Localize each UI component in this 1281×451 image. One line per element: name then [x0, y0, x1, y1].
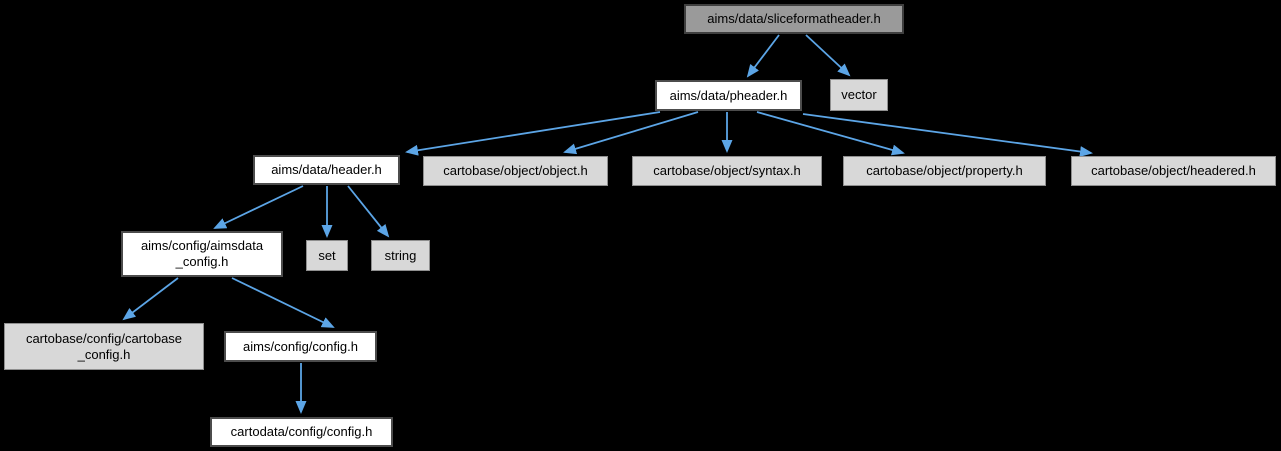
edge-pheader-to-headered [802, 113, 1093, 157]
node-cartodata_config[interactable]: cartodata/config/config.h [210, 417, 393, 447]
node-header[interactable]: aims/data/header.h [253, 155, 400, 185]
node-cartobase_config: cartobase/config/cartobase_config.h [4, 323, 204, 370]
node-label: _config.h [175, 254, 229, 269]
node-label: aims/data/pheader.h [669, 87, 788, 103]
node-label: cartobase/config/cartobase [25, 330, 183, 346]
node-aimsdata_config[interactable]: aims/config/aimsdata_config.h [121, 231, 283, 277]
node-object: cartobase/object/object.h [423, 156, 608, 186]
node-set: set [306, 240, 348, 271]
node-label: aims/data/sliceformatheader.h [707, 11, 881, 26]
node-label: aims/config/config.h [243, 338, 358, 354]
node-label: _config.h [77, 346, 131, 362]
edge-pheader-to-header [405, 111, 661, 156]
node-property: cartobase/object/property.h [843, 156, 1046, 186]
node-label: aims/config/aimsdata [140, 238, 264, 253]
node-vector: vector [830, 79, 888, 111]
edge-pheader-to-property [756, 111, 905, 156]
node-label: cartodata/config/config.h [230, 424, 373, 439]
node-syntax: cartobase/object/syntax.h [632, 156, 822, 186]
node-label: string [384, 247, 417, 263]
node-aims_config[interactable]: aims/config/config.h [224, 331, 377, 362]
node-label: cartobase/object/headered.h [1091, 163, 1256, 178]
node-sliceformatheader: aims/data/sliceformatheader.h [684, 4, 904, 34]
node-string: string [371, 240, 430, 271]
node-label: aims/data/header.h [271, 162, 382, 177]
edge-aimsdata_config-to-cartobase_config [122, 277, 179, 321]
edge-sliceformatheader-to-vector [805, 34, 851, 77]
edge-sliceformatheader-to-pheader [746, 34, 780, 78]
node-headered: cartobase/object/headered.h [1071, 156, 1276, 186]
node-label: cartobase/object/object.h [443, 163, 588, 178]
node-label: vector [841, 87, 877, 102]
node-label: cartobase/object/property.h [866, 163, 1023, 178]
edge-pheader-to-object [563, 111, 699, 155]
edge-header-to-string [347, 185, 390, 238]
node-label: cartobase/object/syntax.h [653, 163, 801, 178]
node-pheader[interactable]: aims/data/pheader.h [655, 80, 802, 111]
edge-header-to-aimsdata_config [213, 185, 304, 229]
node-label: set [318, 247, 336, 263]
edge-aimsdata_config-to-aims_config [231, 277, 335, 328]
